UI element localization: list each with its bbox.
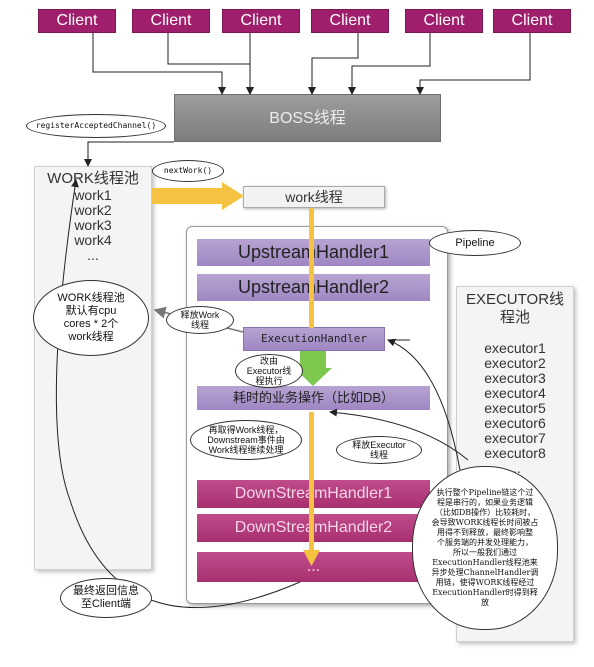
work-item-2: work2 [74,202,112,218]
explanation-2: 程是串行的，如果业务逻辑 [437,498,533,507]
reacquire-3: Work线程继续处理 [208,445,284,455]
work-pool-title: WORK线程池 [47,170,139,187]
explanation-bubble: 执行整个Pipeline链这个过 程是串行的，如果业务逻辑 （比如DB操作）比较… [412,466,558,630]
explanation-1: 执行整个Pipeline链这个过 [436,488,534,497]
executor-item-1: executor1 [484,340,546,356]
final-return-bubble: 最终返回信息 至Client端 [60,578,152,618]
reacquire-bubble: 再取得Work线程， Downstream事件由 Work线程继续处理 [190,420,302,460]
work-item-4: work4 [74,232,112,248]
client6-line [416,33,531,95]
exec-from-pool-line [329,408,469,461]
executor-item-8: executor8 [484,445,546,461]
release-executor-bubble: 释放Executor 线程 [336,436,422,464]
register-bubble: registerAcceptedChannel() [26,114,166,138]
explanation-6: 个服务端的并发处理能力， [437,538,533,547]
client5-line [348,33,431,95]
executor-item-3: executor3 [484,370,546,386]
client2-line [167,33,254,95]
boss-to-work-line [84,141,174,167]
change-executor-1: 改由 [259,356,278,366]
release-executor-2: 线程 [369,450,388,460]
reacquire-1: 再取得Work线程， [208,425,284,435]
explanation-9: 异步处理ChannelHandler调 [431,568,539,577]
final-return-1: 最终返回信息 [73,585,139,597]
boss-thread: BOSS线程 [174,94,441,142]
client-3: Client [222,9,300,33]
client-2: Client [132,9,210,33]
release-work-bubble: 释放Work 线程 [166,306,234,334]
work-item-1: work1 [74,187,112,203]
flow-arrow-head [303,550,320,566]
work-pool-note-1: WORK线程池 [57,292,125,304]
flow-arrow-main [309,208,314,328]
executor-item-5: executor5 [484,400,546,416]
explanation-12: 放 [481,598,489,607]
work-pool-note-3: cores * 2个 [63,318,119,330]
explanation-10: 用链，使得WORK线程经过 [435,578,535,587]
final-return-2: 至Client端 [80,598,132,610]
next-work-bubble: nextWork() [152,160,224,182]
work-item-more: ... [87,247,99,263]
change-executor-bubble: 改由 Executor线 程执行 [235,354,303,388]
executor-item-2: executor2 [484,355,546,371]
executor-item-6: executor6 [484,415,546,431]
execution-green-arrow [294,351,332,386]
release-work-1: 释放Work [180,310,220,320]
explanation-8: ExecutionHandler线程池来 [432,558,538,567]
explanation-7: 所以一般我们通过 [453,548,517,557]
pipeline-bubble: Pipeline [429,230,521,256]
client-6: Client [493,9,571,33]
final-return-line [55,179,301,609]
work-pool-panel: WORK线程池 work1 work2 work3 work4 ... [34,166,152,570]
release-executor-1: 释放Executor [352,440,406,450]
client-5: Client [405,9,483,33]
release-executor-line [387,338,461,471]
change-executor-3: 程执行 [255,376,283,386]
executor-pool-title-2: 程池 [499,309,530,326]
client1-line [92,33,226,95]
explanation-3: （比如DB操作）比较耗时， [434,508,536,517]
executor-pool-title-1: EXECUTOR线 [465,291,565,308]
business-operation: 耗时的业务操作（比如DB） [197,386,430,410]
work-to-thread-arrow [152,182,244,210]
release-work-2: 线程 [190,320,209,330]
change-executor-2: Executor线 [246,366,292,376]
work-item-3: work3 [74,217,112,233]
work-pool-note-4: work线程 [68,331,114,343]
executor-item-more: ... [509,460,521,476]
flow-arrow-lower [309,412,314,552]
executor-item-7: executor7 [484,430,546,446]
client-4: Client [311,9,389,33]
client-1: Client [38,9,116,33]
work-pool-note-bubble: WORK线程池 默认有cpu cores * 2个 work线程 [33,280,149,356]
work-thread-box: work线程 [243,186,385,208]
reacquire-2: Downstream事件由 [207,435,285,445]
work-pool-note-2: 默认有cpu [65,305,117,317]
executor-item-4: executor4 [484,385,546,401]
explanation-4: 会导致WORK线程长时间被占 [431,518,539,527]
client4-line [308,33,359,95]
explanation-11: ExecutionHandler时得到释 [432,588,538,597]
explanation-5: 用得不到释放，最终影响整 [437,528,533,537]
